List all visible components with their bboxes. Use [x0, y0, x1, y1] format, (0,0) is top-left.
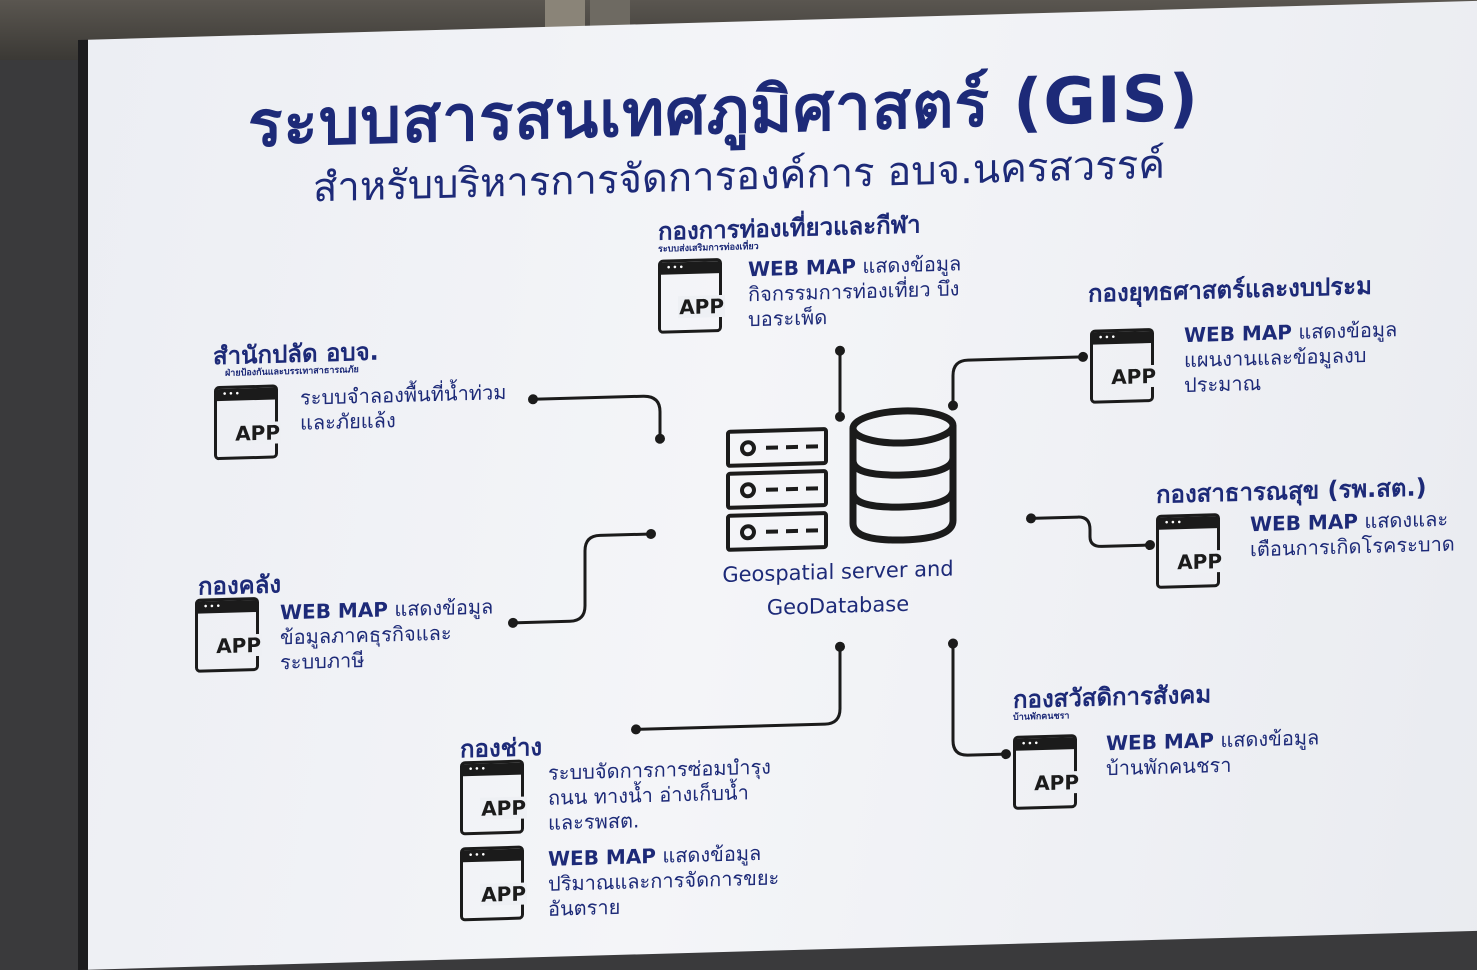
webmap-label: WEB MAP	[548, 843, 656, 871]
dept-finance-desc: WEB MAP แสดงข้อมูล ข้อมูลภาคธุรกิจและ ระ…	[280, 594, 493, 675]
line-finance	[513, 532, 651, 625]
line-palad	[533, 394, 662, 439]
dept-welfare-desc: WEB MAP แสดงข้อมูล บ้านพักคนชรา	[1106, 725, 1319, 781]
database-icon	[849, 407, 957, 544]
line-health	[1031, 515, 1150, 548]
dot	[835, 345, 845, 356]
dot	[631, 724, 641, 735]
dept-health-name: กองสาธารณสุข (รพ.สต.)	[1156, 473, 1427, 509]
dept-tourism-desc: WEB MAP แสดงข้อมูล กิจกรรมการท่องเที่ยว …	[748, 251, 961, 332]
webmap-label: WEB MAP	[1106, 728, 1214, 756]
app-icon-finance[interactable]: ••• APP	[195, 596, 262, 673]
dept-tourism-sub: ระบบส่งเสริมการท่องเที่ยว	[658, 241, 759, 255]
desc-line: แสดงข้อมูล	[1291, 317, 1398, 345]
connector-lines	[508, 345, 1155, 760]
dept-strategy-desc: WEB MAP แสดงข้อมูล แผนงานและข้อมูลงบ ประ…	[1184, 317, 1397, 398]
center-label: Geospatial server and GeoDatabase	[688, 551, 988, 627]
dot	[655, 433, 665, 444]
dot	[948, 400, 958, 411]
webmap-label: WEB MAP	[1184, 320, 1292, 348]
app-icon-engineering-1[interactable]: ••• APP	[460, 759, 527, 836]
dot	[1026, 513, 1036, 524]
app-label: APP	[234, 420, 281, 446]
app-label: APP	[480, 795, 527, 821]
dept-palad-desc: ระบบจำลองพื้นที่น้ำท่วม และภัยแล้ง	[300, 380, 506, 436]
app-label: APP	[678, 293, 725, 320]
app-label: APP	[1176, 549, 1223, 575]
dot	[948, 638, 958, 649]
line-engineering	[636, 646, 842, 731]
webmap-label: WEB MAP	[1250, 509, 1358, 537]
app-icon-palad[interactable]: ••• APP	[214, 384, 281, 461]
dot	[528, 394, 538, 405]
app-icon-tourism[interactable]: ••• APP	[658, 258, 725, 334]
app-icon-health[interactable]: ••• APP	[1156, 513, 1223, 589]
dot	[1078, 351, 1088, 362]
dot	[835, 411, 845, 422]
app-label: APP	[1033, 770, 1080, 796]
dot	[1001, 749, 1011, 760]
desc-line: แสดงและ	[1357, 506, 1449, 534]
desc-line: แสดงข้อมูล	[655, 840, 762, 868]
app-label: APP	[215, 632, 262, 659]
webmap-label: WEB MAP	[748, 254, 856, 282]
presentation-screen: ระบบสารสนเทศภูมิศาสตร์ (GIS) สำหรับบริหา…	[78, 0, 1477, 970]
app-icon-engineering-2[interactable]: ••• APP	[460, 845, 527, 922]
dot	[646, 528, 656, 539]
dept-engineering-desc1: ระบบจัดการการซ่อมบำรุง ถนน ทางน้ำ อ่างเก…	[548, 755, 771, 836]
dept-engineering-desc2: WEB MAP แสดงข้อมูล ปริมาณและการจัดการขยะ…	[548, 840, 779, 921]
dept-health-desc: WEB MAP แสดงและ เตือนการเกิดโรคระบาด	[1250, 507, 1455, 563]
line-welfare	[951, 643, 1006, 757]
dot	[508, 617, 518, 628]
dot	[1145, 540, 1155, 551]
app-label: APP	[1110, 363, 1157, 390]
app-label: APP	[480, 881, 527, 907]
desc-line: แสดงข้อมูล	[1213, 725, 1320, 753]
app-icon-strategy[interactable]: ••• APP	[1090, 327, 1157, 404]
webmap-label: WEB MAP	[280, 597, 388, 625]
desc-line: แสดงข้อมูล	[387, 594, 494, 622]
app-icon-welfare[interactable]: ••• APP	[1013, 734, 1080, 810]
server-icon	[726, 427, 828, 552]
dept-welfare-sub: บ้านพักคนชรา	[1013, 711, 1070, 723]
dept-strategy-name: กองยุทธศาสตร์และงบประม	[1088, 271, 1372, 308]
dot	[835, 641, 845, 652]
line-strategy	[951, 355, 1083, 406]
desc-line: แสดงข้อมูล	[855, 251, 962, 279]
